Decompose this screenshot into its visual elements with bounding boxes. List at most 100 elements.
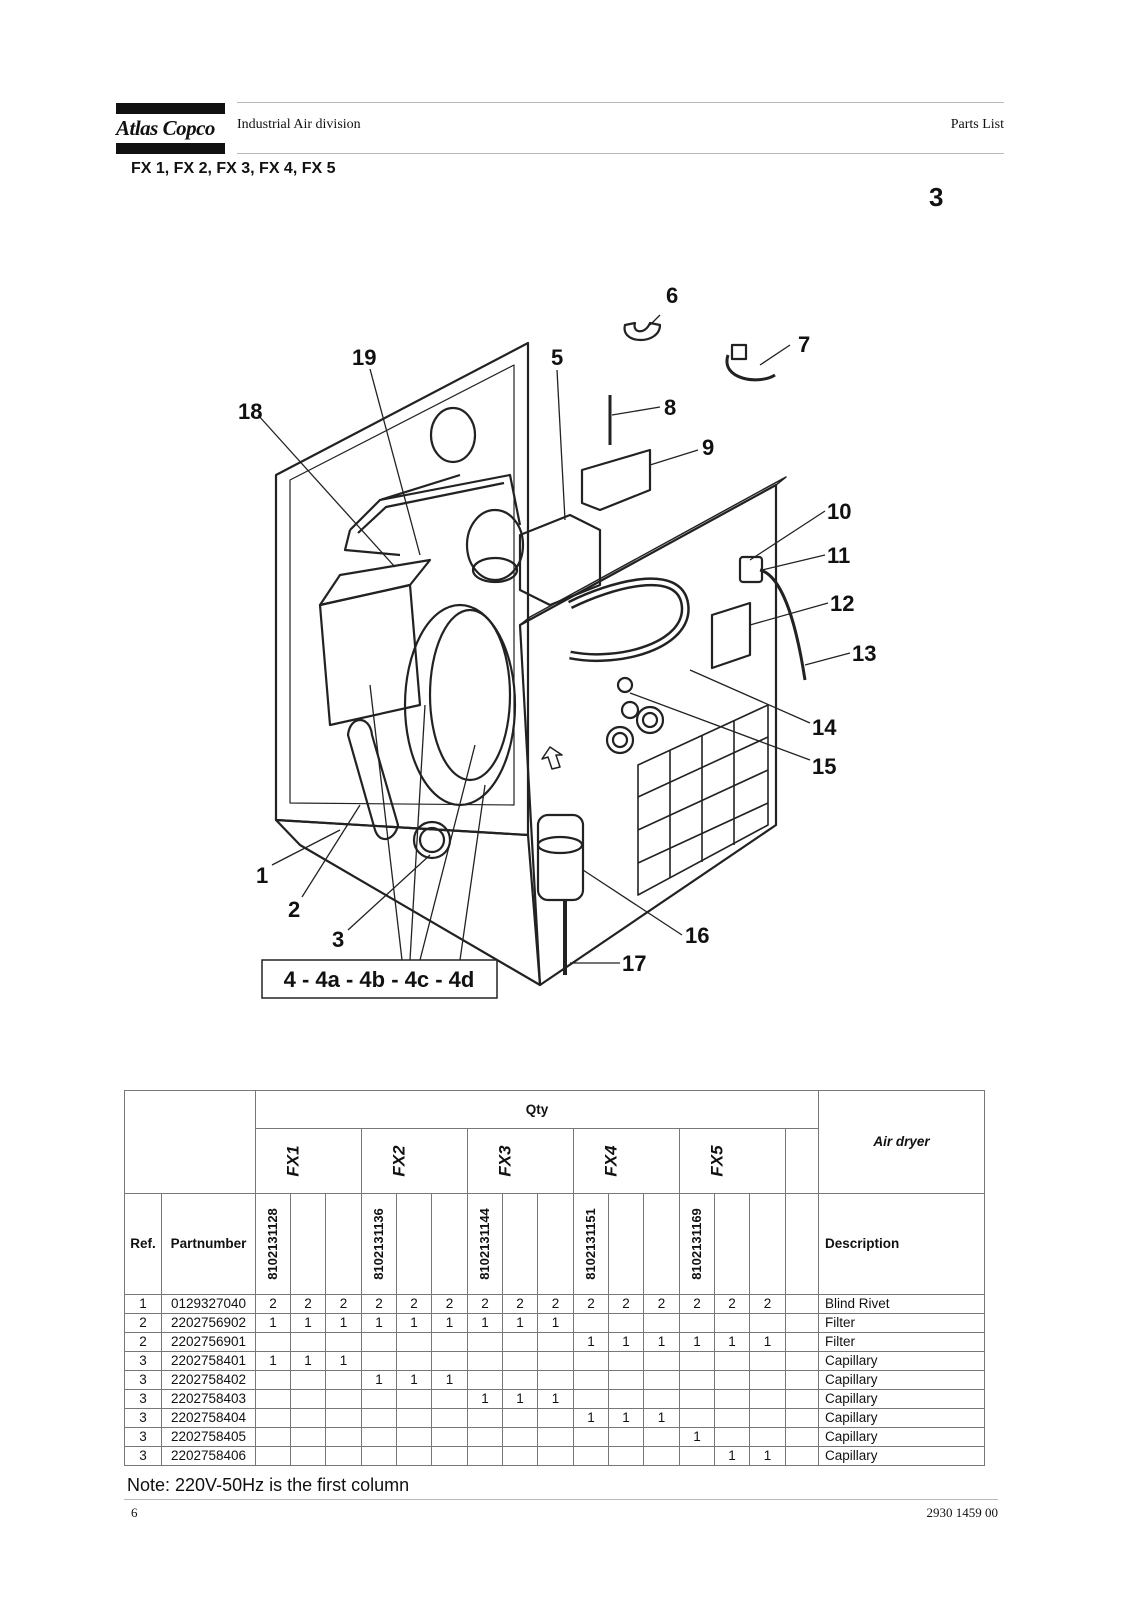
- group-callout-label: 4 - 4a - 4b - 4c - 4d: [284, 967, 475, 992]
- model-number-blank: [608, 1193, 644, 1295]
- cell-qty: [502, 1446, 538, 1466]
- cell-qty: [643, 1446, 680, 1466]
- model-number-blank: [643, 1193, 680, 1295]
- cell-qty: [573, 1370, 609, 1390]
- cell-qty: [361, 1389, 397, 1409]
- cell-qty: [431, 1427, 468, 1447]
- cell-qty: 1: [679, 1332, 715, 1352]
- cell-qty: [396, 1427, 432, 1447]
- cell-qty: [255, 1427, 291, 1447]
- cell-qty: 1: [290, 1351, 326, 1371]
- cell-qty: [325, 1408, 362, 1428]
- callout-13: 13: [852, 641, 876, 666]
- cell-ref: 3: [124, 1389, 162, 1409]
- cell-qty: [396, 1389, 432, 1409]
- col-header-ref: Ref.: [124, 1193, 162, 1295]
- cell-ref: 3: [124, 1446, 162, 1466]
- callout-3: 3: [332, 927, 344, 952]
- cell-qty: [537, 1446, 574, 1466]
- cell-description: Filter: [818, 1313, 985, 1333]
- cell-description: Filter: [818, 1332, 985, 1352]
- cell-ref: 2: [124, 1332, 162, 1352]
- document-number: 2930 1459 00: [926, 1505, 999, 1520]
- cell-qty: [749, 1313, 786, 1333]
- cell-qty-spare: [785, 1389, 819, 1409]
- cell-qty: [643, 1351, 680, 1371]
- cell-qty: [290, 1370, 326, 1390]
- cell-qty: [573, 1389, 609, 1409]
- model-number-blank: [785, 1193, 819, 1295]
- cell-qty: [749, 1389, 786, 1409]
- cell-qty: 1: [749, 1446, 786, 1466]
- cell-qty: [255, 1408, 291, 1428]
- cell-qty: [396, 1351, 432, 1371]
- cell-qty: 2: [643, 1294, 680, 1314]
- cell-partnumber: 2202758406: [161, 1446, 256, 1466]
- model-header-fx5: FX5: [679, 1128, 786, 1194]
- cell-partnumber: 2202758403: [161, 1389, 256, 1409]
- model-number-2: 8102131136: [361, 1193, 397, 1295]
- cell-qty: 2: [255, 1294, 291, 1314]
- cell-qty: 1: [467, 1313, 503, 1333]
- cell-qty-spare: [785, 1427, 819, 1447]
- cell-qty: [325, 1332, 362, 1352]
- model-header-spare: [785, 1128, 819, 1194]
- callout-11: 11: [827, 543, 850, 568]
- cell-qty: 1: [573, 1332, 609, 1352]
- division-name: Industrial Air division: [237, 117, 361, 132]
- cell-description: Capillary: [818, 1408, 985, 1428]
- page-number: 6: [131, 1505, 138, 1520]
- cell-qty: [290, 1427, 326, 1447]
- cell-qty: [573, 1427, 609, 1447]
- cell-qty-spare: [785, 1313, 819, 1333]
- cell-qty: 2: [431, 1294, 468, 1314]
- dryer-frame-drawing: [274, 321, 807, 987]
- cell-qty: 2: [467, 1294, 503, 1314]
- cell-qty: [643, 1370, 680, 1390]
- cell-description: Capillary: [818, 1351, 985, 1371]
- cell-qty: [714, 1427, 750, 1447]
- cell-qty: [255, 1446, 291, 1466]
- cell-qty: 2: [502, 1294, 538, 1314]
- cell-qty: [749, 1370, 786, 1390]
- callout-14: 14: [812, 715, 837, 740]
- cell-qty: [749, 1427, 786, 1447]
- cell-partnumber: 2202758405: [161, 1427, 256, 1447]
- cell-qty: [467, 1446, 503, 1466]
- cell-qty: [714, 1389, 750, 1409]
- cell-qty: 2: [749, 1294, 786, 1314]
- model-number-blank: [502, 1193, 538, 1295]
- cell-qty: 1: [643, 1332, 680, 1352]
- model-number-blank: [290, 1193, 326, 1295]
- cell-qty-spare: [785, 1351, 819, 1371]
- cell-description: Capillary: [818, 1446, 985, 1466]
- callout-17: 17: [622, 951, 646, 976]
- cell-qty: [679, 1389, 715, 1409]
- model-number-5: 8102131169: [679, 1193, 715, 1295]
- cell-qty: [290, 1332, 326, 1352]
- cell-qty: [714, 1408, 750, 1428]
- cell-qty: 1: [608, 1332, 644, 1352]
- cell-qty: [255, 1332, 291, 1352]
- model-header-fx1: FX1: [255, 1128, 362, 1194]
- header-rule-bottom: [237, 153, 1004, 154]
- cell-qty: [467, 1408, 503, 1428]
- model-header-fx4: FX4: [573, 1128, 680, 1194]
- cell-qty: [502, 1370, 538, 1390]
- model-list-title: FX 1, FX 2, FX 3, FX 4, FX 5: [131, 160, 336, 177]
- cell-qty: 2: [361, 1294, 397, 1314]
- cell-qty: 2: [679, 1294, 715, 1314]
- cell-qty: [608, 1370, 644, 1390]
- cell-partnumber: 2202756902: [161, 1313, 256, 1333]
- cell-qty: [467, 1351, 503, 1371]
- document-type: Parts List: [950, 117, 1004, 132]
- cell-qty: [679, 1408, 715, 1428]
- cell-qty: [679, 1446, 715, 1466]
- callout-18: 18: [238, 399, 262, 424]
